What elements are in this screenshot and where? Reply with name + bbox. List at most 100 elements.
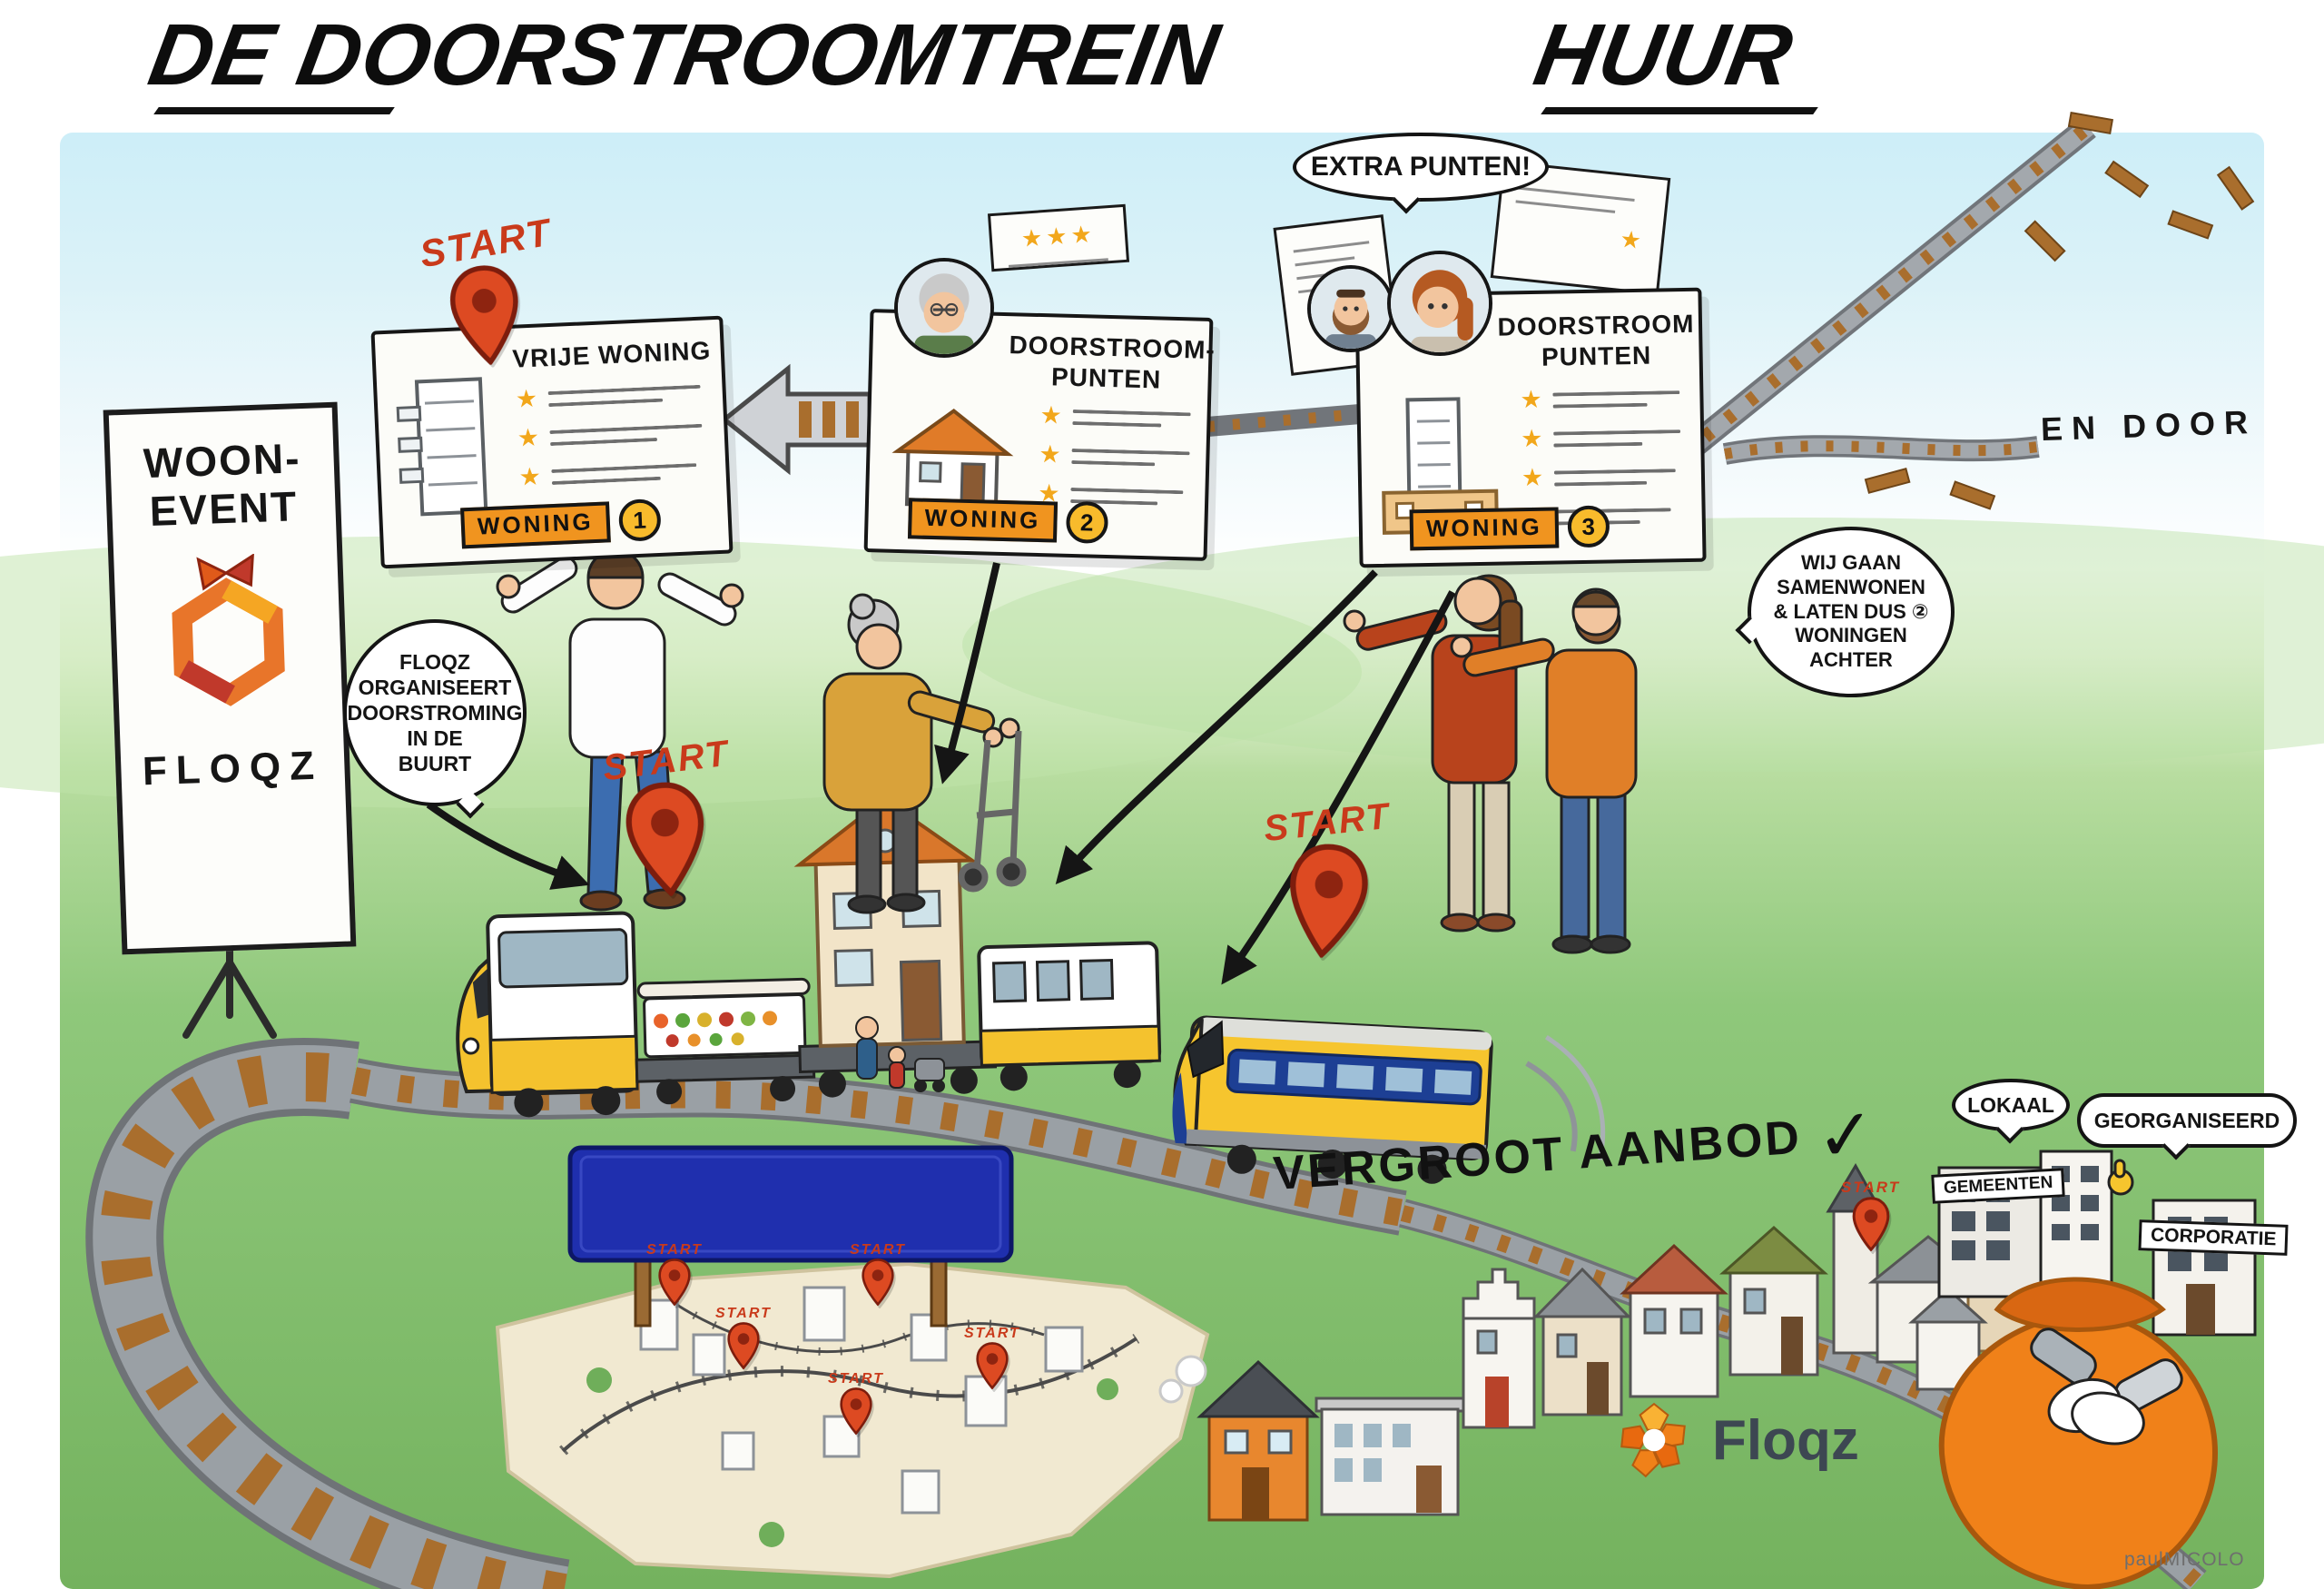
banner-line1: WOON-	[143, 434, 302, 488]
stars-card: ★★★	[987, 203, 1130, 272]
track-top-right	[1653, 117, 2096, 482]
star-icon: ★	[1039, 401, 1063, 429]
bubble-lokaal: LOKAAL	[1952, 1079, 2070, 1131]
bubble-samenwonen-text: WIJ GAAN SAMENWONEN & LATEN DUS ② WONING…	[1773, 550, 1929, 672]
star-icon: ★	[517, 462, 542, 491]
check-icon: ✓	[1813, 1092, 1878, 1177]
house-on-wagon	[793, 796, 978, 1048]
bubble-floqz-text: FLOQZ ORGANISEERT DOORSTROMING IN DE BUU…	[347, 649, 523, 776]
floqz-banner-logo-icon	[172, 552, 285, 706]
start-pin-map-2: START	[850, 1242, 906, 1306]
location-pin-icon	[658, 1258, 691, 1306]
start-label: START	[715, 1306, 772, 1321]
start-label: START	[964, 1326, 1020, 1341]
bubble-extra-punten-text: EXTRA PUNTEN!	[1310, 151, 1531, 182]
train-1	[456, 796, 1162, 1118]
handshake-scene	[1937, 1150, 2257, 1589]
woning-tag-2: WONING 2	[907, 497, 1108, 545]
start-label: START	[1262, 795, 1393, 850]
map-trees	[586, 1367, 1118, 1547]
start-pin-map-4: START	[828, 1371, 884, 1435]
page-title-category: HUUR	[1527, 6, 1800, 104]
woning-tag-3: WONING 3	[1409, 505, 1610, 551]
start-pin-train2: START	[1262, 796, 1393, 958]
corporatie-sign: CORPORATIE	[2138, 1219, 2289, 1256]
star-icon: ★	[1520, 424, 1543, 453]
location-pin-icon	[1852, 1197, 1889, 1251]
bubble-georganiseerd: GEORGANISEERD	[2077, 1093, 2297, 1148]
track-main	[85, 1038, 2207, 1589]
bubble-samenwonen: WIJ GAAN SAMENWONEN & LATEN DUS ② WONING…	[1748, 527, 1955, 697]
extra-star: ★	[1619, 224, 1647, 255]
floqz-wordmark: Floqz	[1712, 1408, 1859, 1472]
bubble-georganiseerd-text: GEORGANISEERD	[2093, 1108, 2280, 1132]
woning-number: 3	[1567, 505, 1610, 548]
location-pin-icon	[976, 1342, 1009, 1389]
banner-line2: EVENT	[148, 482, 300, 535]
star-icon: ★	[1520, 385, 1542, 414]
title-underline	[153, 107, 395, 114]
portrait-elderly-woman	[894, 258, 994, 358]
board3-heading-line2: PUNTEN	[1541, 340, 1652, 371]
location-pin-icon	[619, 778, 713, 900]
board-vrije-woning: VRIJE WONING ★ ★ ★ WONING 1	[370, 315, 734, 569]
woning-label: WONING	[907, 497, 1058, 543]
start-label: START	[850, 1242, 906, 1258]
location-pin-icon	[862, 1258, 894, 1306]
start-pin-handshake: START	[1841, 1179, 1900, 1251]
en-door-label: EN DOOR	[2040, 402, 2258, 449]
three-stars: ★★★	[1019, 220, 1097, 252]
track-endoor	[1722, 435, 2040, 465]
thumbs-up-icon	[2107, 1159, 2134, 1196]
track-between-boards	[1206, 404, 1361, 437]
person-man-orange	[1450, 587, 1638, 954]
star-icon: ★	[1521, 463, 1544, 492]
market-produce	[654, 1011, 778, 1048]
map-buildings	[639, 1286, 1084, 1515]
portrait-man-beard	[1307, 265, 1394, 352]
house-sketch-icon	[891, 409, 1014, 508]
artist-signature: paulMICOLO	[2124, 1549, 2245, 1570]
board-doorstroompunten-2: DOORSTROOM- PUNTEN ★ ★ ★ WONING 2	[863, 309, 1216, 561]
start-pin-map-3: START	[715, 1306, 772, 1369]
woning-label: WONING	[1409, 506, 1560, 550]
board2-heading-line1: DOORSTROOM-	[1009, 331, 1216, 365]
apartment-sketch-icon	[396, 377, 488, 517]
left-arrow-track	[720, 363, 872, 476]
banner-stand	[182, 941, 277, 1039]
board3-heading-line1: DOORSTROOM	[1497, 309, 1695, 341]
woning-number: 2	[1065, 500, 1108, 545]
location-pin-icon	[445, 262, 527, 369]
flow-arrows	[426, 562, 1456, 985]
woning-number: 1	[617, 498, 662, 542]
start-pin-map-5: START	[964, 1326, 1020, 1389]
floqz-logo-icon	[1620, 1402, 1686, 1478]
walker	[958, 730, 1027, 893]
banner-brand: FLOQZ	[142, 743, 324, 794]
title-underline	[1541, 107, 1818, 114]
person-elderly-woman	[822, 593, 1027, 914]
bubble-lokaal-text: LOKAAL	[1967, 1092, 2054, 1117]
star-icon: ★	[515, 384, 538, 413]
portrait-woman	[1387, 251, 1492, 356]
location-pin-icon	[840, 1387, 872, 1435]
woning-tag-1: WONING 1	[460, 498, 662, 549]
family-figures	[855, 1016, 945, 1092]
location-pin-icon	[1279, 840, 1374, 962]
billboard	[567, 1145, 1014, 1327]
bubble-floqz-organiseert: FLOQZ ORGANISEERT DOORSTROMING IN DE BUU…	[343, 619, 527, 806]
bubble-extra-punten: EXTRA PUNTEN!	[1293, 133, 1549, 202]
location-pin-icon	[727, 1322, 760, 1369]
board1-criteria-list: ★ ★ ★	[515, 380, 719, 505]
start-pin-board1: START	[417, 211, 555, 365]
star-icon: ★	[517, 423, 540, 452]
board-doorstroompunten-3: DOORSTROOM PUNTEN ★ ★ ★ ★ WONING 3	[1354, 287, 1707, 568]
woon-event-banner: WOON- EVENT FLOQZ	[103, 401, 357, 955]
woning-label: WONING	[460, 500, 611, 548]
star-icon: ★	[1039, 440, 1062, 469]
start-label: START	[1841, 1179, 1901, 1196]
person-woman-red	[1343, 574, 1523, 933]
start-pin-train1: START	[601, 734, 732, 896]
train-2	[1172, 1015, 1606, 1184]
